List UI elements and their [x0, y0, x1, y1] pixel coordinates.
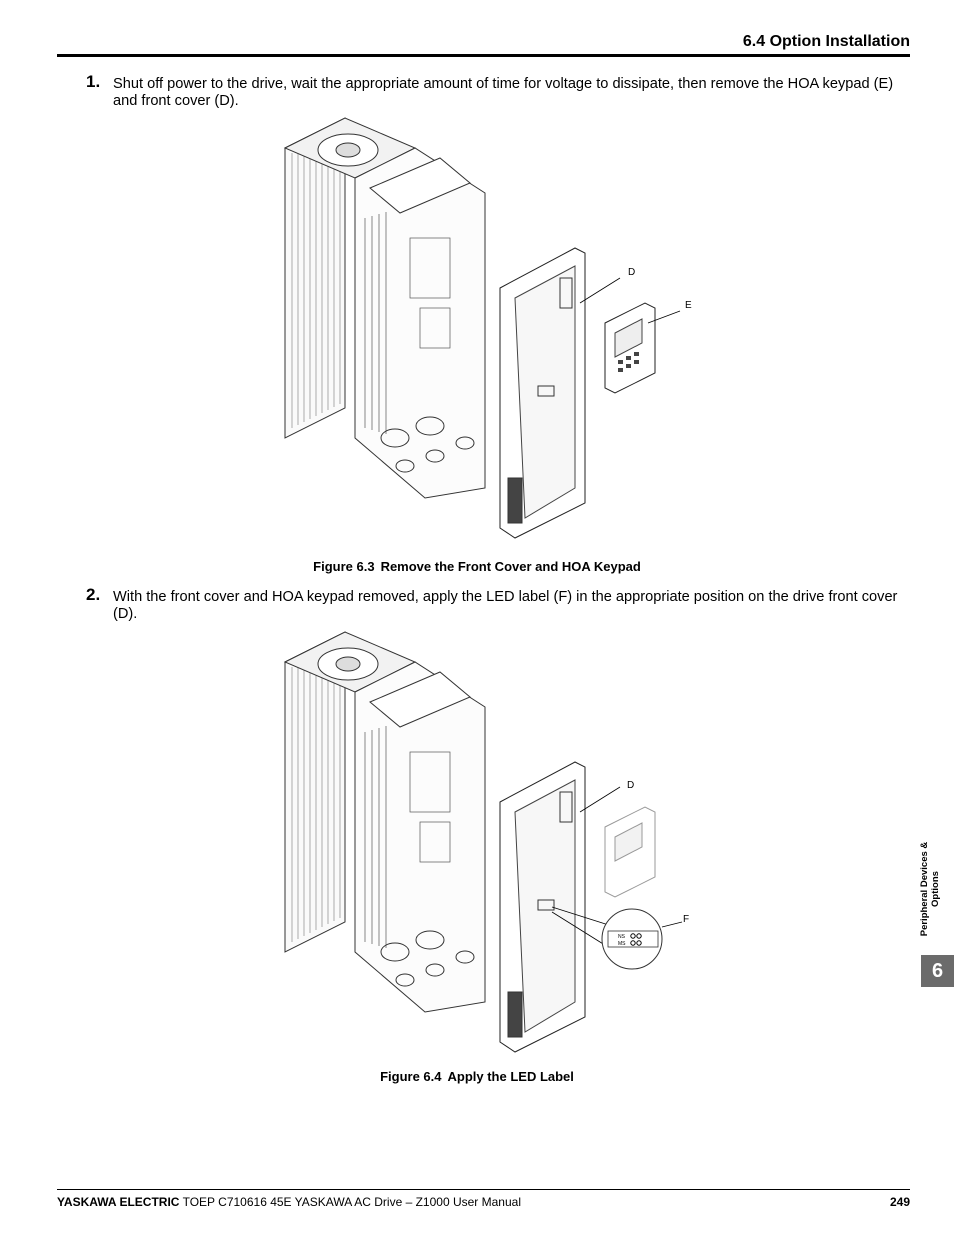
led-label-ns: NS: [618, 934, 626, 940]
step-2-text: With the front cover and HOA keypad remo…: [113, 589, 898, 622]
front-cover: [499, 247, 586, 539]
side-tab-text: Peripheral Devices & Options: [919, 841, 941, 937]
footer-rule: [57, 1189, 910, 1190]
hoa-keypad: [604, 806, 656, 898]
side-tab: Peripheral Devices & Options: [919, 826, 941, 946]
section-title: 6.4 Option Installation: [742, 33, 910, 50]
figure-6-3-title: Remove the Front Cover and HOA Keypad: [380, 559, 641, 574]
figure-6-4-caption: Figure 6.4 Apply the LED Label: [0, 1069, 954, 1084]
drive-body: [283, 631, 486, 1013]
figure-6-3-illustration: D E: [283, 117, 692, 539]
callout-f: F: [683, 914, 689, 925]
step-1-text: Shut off power to the drive, wait the ap…: [113, 76, 894, 109]
step-1-number: 1.: [86, 72, 101, 91]
figure-6-3-caption: Figure 6.3 Remove the Front Cover and HOA…: [0, 559, 954, 574]
figure-6-3-number: Figure 6.3: [313, 559, 375, 574]
footer-text: YASKAWA ELECTRIC TOEP C710616 45E YASKAW…: [57, 1195, 521, 1209]
footer-doc: TOEP C710616 45E YASKAWA AC Drive – Z100…: [182, 1195, 521, 1209]
hoa-keypad: [604, 302, 656, 394]
chapter-tab: 6: [921, 955, 954, 987]
figure-6-4-title: Apply the LED Label: [447, 1069, 574, 1084]
step-2-number: 2.: [86, 585, 101, 604]
led-label-ms: MS: [618, 941, 626, 947]
figure-6-4-number: Figure 6.4: [380, 1069, 442, 1084]
callout-d: D: [627, 780, 634, 791]
front-cover: [499, 761, 586, 1053]
header-rule: [57, 54, 910, 57]
callout-e: E: [685, 300, 692, 311]
led-label-detail: NS MS: [551, 906, 663, 970]
page-number: 249: [889, 1195, 910, 1209]
footer-brand: YASKAWA ELECTRIC: [57, 1195, 180, 1209]
drive-body: [283, 117, 486, 499]
figure-6-4-illustration: NS MS D F: [283, 631, 689, 1053]
callout-d: D: [628, 267, 635, 278]
